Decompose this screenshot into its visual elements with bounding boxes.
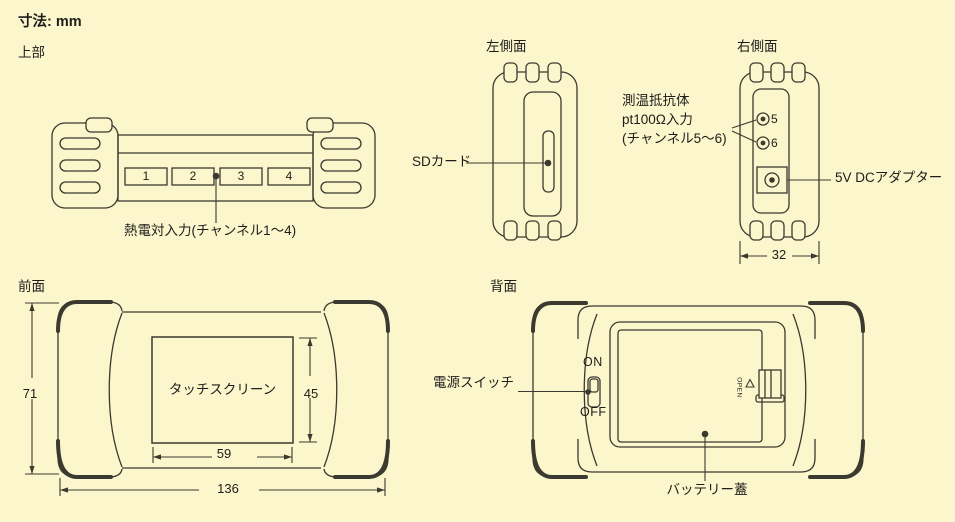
sd-card-label: SDカード	[412, 154, 472, 169]
left-side-tabs	[503, 62, 562, 241]
channel-1-box	[124, 167, 168, 186]
channel-4-box	[267, 167, 311, 186]
screen-width-dimension-59	[152, 447, 293, 463]
back-left-grip	[531, 301, 598, 479]
touchscreen-label: タッチスクリーン	[168, 382, 277, 397]
channel-6-label: 6	[771, 136, 778, 150]
back-view-label: 背面	[490, 279, 517, 294]
width-dimension-136	[59, 478, 386, 496]
width-dimension-32	[739, 241, 820, 264]
right-view-label: 右側面	[737, 39, 778, 54]
front-left-grip	[56, 300, 123, 479]
height-dim: 71	[22, 386, 38, 401]
screen-width-dim: 59	[216, 446, 232, 461]
rtd-label-line1: 測温抵抗体	[622, 93, 690, 108]
channel-1-label: 1	[142, 169, 150, 183]
width-dim: 136	[217, 481, 239, 496]
sd-card-slot	[542, 130, 555, 193]
leader-dot	[701, 430, 709, 438]
leader-line	[731, 119, 757, 129]
back-body-top	[577, 305, 816, 339]
channel-5-label: 5	[771, 112, 778, 126]
left-view-label: 左側面	[486, 39, 527, 54]
back-body-bottom	[577, 439, 816, 473]
rtd-label-line3: (チャンネル5〜6)	[622, 131, 727, 146]
dc-adapter-jack	[756, 166, 788, 194]
screen-height-dim: 45	[303, 386, 319, 401]
front-view-label: 前面	[18, 279, 45, 294]
thermocouple-note: 熱電対入力(チャンネル1〜4)	[124, 223, 297, 238]
open-arrow-icon	[745, 378, 755, 388]
open-label: OPEN	[735, 377, 743, 398]
rtd-input-label: 測温抵抗体 pt100Ω入力 (チャンネル5〜6)	[622, 91, 727, 148]
right-side-drawing	[731, 62, 831, 264]
back-view-drawing	[518, 301, 865, 481]
touchscreen	[151, 336, 294, 444]
top-left-grip	[51, 117, 119, 209]
rtd-jack-6	[756, 136, 770, 150]
dimension-note: 寸法: mm	[18, 14, 82, 30]
left-side-drawing	[466, 62, 578, 241]
screen-height-dimension-45	[299, 337, 317, 443]
rtd-jack-5	[756, 112, 770, 126]
battery-compartment	[609, 321, 786, 448]
battery-cover-label: バッテリー蓋	[666, 482, 748, 497]
front-view-drawing	[25, 300, 390, 496]
switch-on-label: ON	[583, 355, 603, 369]
channel-3-label: 3	[237, 169, 245, 183]
front-right-grip	[323, 300, 390, 479]
channel-2-label: 2	[189, 169, 197, 183]
channel-4-label: 4	[285, 169, 293, 183]
right-side-panel	[752, 88, 790, 214]
rtd-label-line2: pt100Ω入力	[622, 112, 693, 127]
height-dimension-71	[25, 302, 59, 475]
top-view-label: 上部	[18, 45, 45, 60]
power-switch-label: 電源スイッチ	[433, 375, 514, 390]
top-view-drawing	[51, 117, 376, 223]
back-right-grip	[792, 301, 865, 479]
channel-3-box	[219, 167, 263, 186]
left-side-panel	[523, 91, 562, 217]
leader-line	[731, 130, 757, 143]
battery-latch	[755, 369, 785, 403]
top-right-grip	[306, 117, 376, 209]
side-width-dim: 32	[771, 247, 787, 262]
dc-adapter-label: 5V DCアダプター	[835, 170, 943, 185]
leader-dot	[212, 172, 220, 180]
switch-off-label: OFF	[580, 405, 607, 419]
right-side-body	[739, 71, 820, 238]
leader-dot	[544, 159, 552, 167]
right-side-tabs	[749, 62, 806, 241]
left-side-body	[492, 71, 578, 238]
